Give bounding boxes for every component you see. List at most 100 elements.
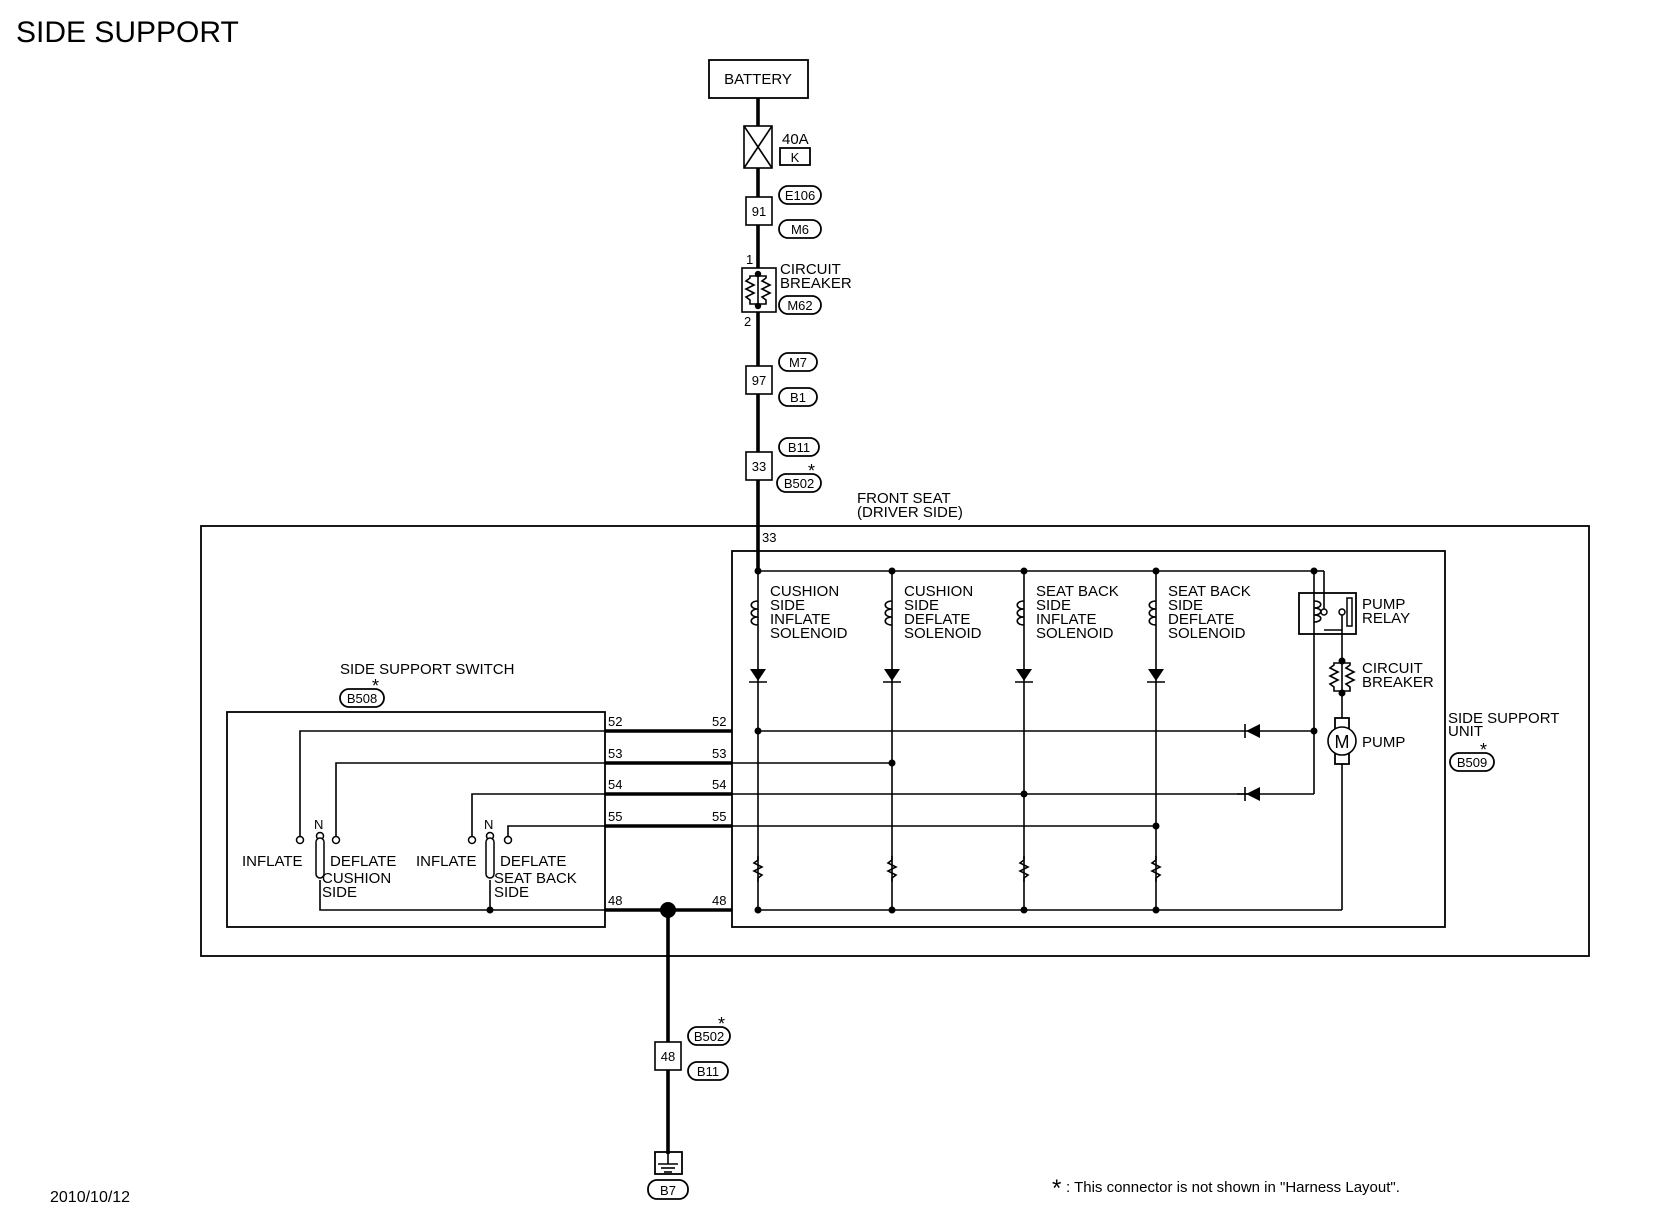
sol4-l4: SOLENOID [1168, 625, 1246, 642]
pin-box-97 [745, 365, 773, 395]
front-seat-label-1: FRONT SEAT [857, 490, 951, 507]
connector-b7 [647, 1179, 689, 1200]
side-support-switch-box [226, 711, 606, 928]
cushion-side-2: SIDE [322, 884, 357, 901]
page-title: SIDE SUPPORT [16, 16, 239, 49]
pin-box-91 [745, 196, 773, 226]
front-seat-box [200, 525, 1590, 957]
connector-b508-label: B508 [347, 691, 377, 706]
sw-wire-53 [335, 762, 605, 836]
seatback-side-1: SEAT BACK [494, 870, 577, 887]
pin-48-sw: 48 [608, 893, 622, 908]
pin-55-sw: 55 [608, 809, 622, 824]
motor-symbol: M [1335, 732, 1350, 752]
connector-b502-top-label: B502 [784, 476, 814, 491]
cb-pin-1: 1 [746, 252, 753, 267]
pump-label: PUMP [1362, 734, 1405, 751]
sol2-l4: SOLENOID [904, 625, 982, 642]
unit-label-1: SIDE SUPPORT [1448, 710, 1559, 727]
sol3-l4: SOLENOID [1036, 625, 1114, 642]
fuse-id-box [779, 147, 811, 166]
footnote-text: : This connector is not shown in "Harnes… [1066, 1179, 1400, 1196]
front-seat-label-2: (DRIVER SIDE) [857, 504, 963, 521]
connector-b11-bottom [687, 1061, 729, 1081]
b508-star: * [372, 676, 379, 696]
sw-wire-52 [299, 730, 605, 836]
sol3-l3: INFLATE [1036, 611, 1097, 628]
connector-e106-label: E106 [785, 188, 815, 203]
cb-label-line1: CIRCUIT [780, 261, 841, 278]
pin-54-unit: 54 [712, 777, 726, 792]
sol1-l3: INFLATE [770, 611, 831, 628]
pin-54-sw: 54 [608, 777, 622, 792]
b502-bottom-star: * [718, 1014, 725, 1034]
pin-33-box: 33 [752, 459, 766, 474]
pin-box-33 [745, 451, 773, 481]
connector-m6-label: M6 [791, 222, 809, 237]
connector-m62-label: M62 [787, 298, 812, 313]
pin-91: 91 [752, 204, 766, 219]
connector-b509 [1449, 752, 1495, 772]
sol2-l3: DEFLATE [904, 611, 970, 628]
seatback-side-2: SIDE [494, 884, 529, 901]
pin-box-48 [654, 1041, 682, 1071]
connector-m62 [778, 295, 822, 315]
unit-cb-label-2: BREAKER [1362, 674, 1434, 691]
cushion-inflate-label: INFLATE [242, 853, 303, 870]
connector-b502-top [776, 473, 822, 493]
connector-b11-top-label: B11 [788, 440, 810, 455]
fuse-id: K [791, 150, 800, 165]
junction [486, 906, 494, 914]
pin-48-unit: 48 [712, 893, 726, 908]
fuse [743, 125, 773, 169]
ground-icon [654, 1151, 683, 1175]
fuse-rating: 40A [782, 131, 809, 148]
b509-star: * [1480, 740, 1487, 760]
pin-48-box: 48 [661, 1049, 675, 1064]
switch-label: SIDE SUPPORT SWITCH [340, 661, 514, 678]
footnote-star: * [1052, 1175, 1061, 1202]
connector-m7-label: M7 [789, 355, 807, 370]
sol4-l1: SEAT BACK [1168, 583, 1251, 600]
connector-b7-label: B7 [660, 1183, 676, 1198]
pump-relay [1237, 570, 1357, 795]
connector-m7 [778, 352, 818, 372]
seatback-n-label: N [484, 817, 493, 832]
relay-label-1: PUMP [1362, 596, 1405, 613]
pin-53-sw: 53 [608, 746, 622, 761]
pump-motor [1327, 717, 1357, 910]
solenoid-seatback-inflate [1015, 571, 1033, 914]
sol1-l4: SOLENOID [770, 625, 848, 642]
main-circuit-breaker [741, 267, 777, 313]
pin-55-unit: 55 [712, 809, 726, 824]
sol3-l2: SIDE [1036, 597, 1071, 614]
pin-97: 97 [752, 373, 766, 388]
connector-e106 [778, 185, 822, 205]
solenoid-seatback-deflate [1147, 571, 1165, 914]
cb-label-line2: BREAKER [780, 275, 852, 292]
sol3-l1: SEAT BACK [1036, 583, 1119, 600]
connector-b11-bottom-label: B11 [697, 1064, 719, 1079]
solenoid-cushion-deflate [883, 571, 901, 914]
pin-52-sw: 52 [608, 714, 622, 729]
connector-b11-top [778, 437, 820, 457]
sw-wire-48 [319, 880, 605, 911]
cushion-side-switch[interactable] [295, 831, 341, 879]
pin-53-unit: 53 [712, 746, 726, 761]
seatback-deflate-label: DEFLATE [500, 853, 566, 870]
unit-cb-label-1: CIRCUIT [1362, 660, 1423, 677]
b502-top-star: * [808, 461, 815, 481]
pin-33: 33 [762, 530, 776, 545]
pin-52-unit: 52 [712, 714, 726, 729]
sol2-l2: SIDE [904, 597, 939, 614]
seatback-side-switch[interactable] [467, 831, 513, 879]
unit-label-2: UNIT [1448, 723, 1483, 740]
sol4-l3: DEFLATE [1168, 611, 1234, 628]
junction [1310, 727, 1318, 735]
diagram-date: 2010/10/12 [50, 1189, 130, 1206]
sw-wire-54 [471, 793, 605, 836]
battery-label: BATTERY [724, 71, 792, 88]
connector-m6 [778, 219, 822, 239]
sw-wire-55 [507, 825, 605, 836]
